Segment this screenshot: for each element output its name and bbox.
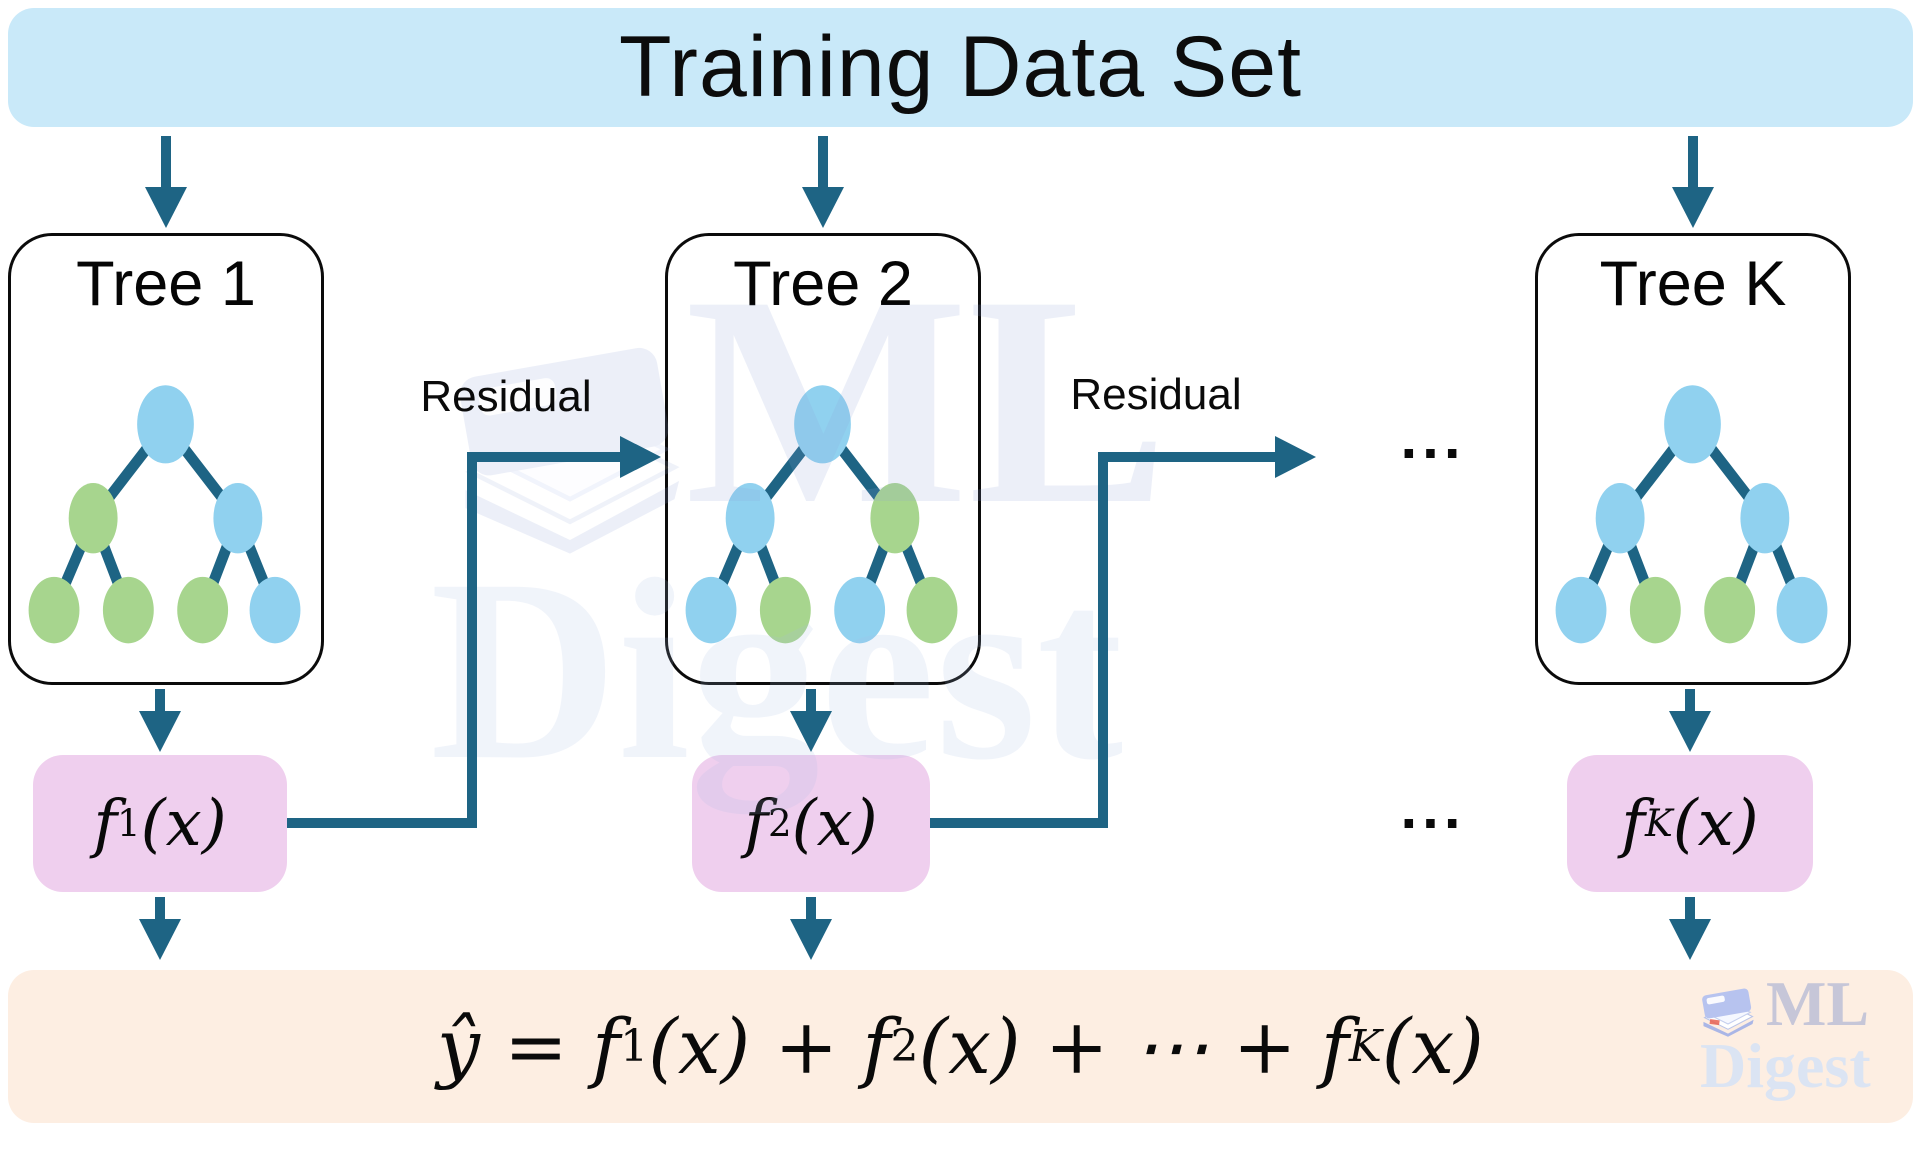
- tree-box: Tree 1: [8, 233, 324, 685]
- training-data-banner: Training Data Set: [8, 8, 1913, 127]
- tree-node: [1629, 576, 1681, 644]
- tree-node: [1595, 482, 1645, 554]
- tree-node: [1704, 576, 1756, 644]
- ellipsis-upper: ...: [1400, 404, 1466, 471]
- tree-title: Tree 1: [76, 249, 256, 319]
- tree-diagram: [1555, 385, 1828, 644]
- tree-node: [794, 385, 851, 464]
- tree-node: [68, 482, 118, 554]
- tree-node: [137, 385, 194, 464]
- tree-node: [906, 576, 958, 644]
- tree-node: [102, 576, 154, 644]
- result-formula-bar: [8, 970, 1913, 1123]
- tree-node: [28, 576, 80, 644]
- tree-node: [1555, 576, 1607, 644]
- tree-diagram: [685, 385, 958, 644]
- tree-node: [177, 576, 229, 644]
- tree-node: [870, 482, 920, 554]
- tree-node: [249, 576, 301, 644]
- training-data-title: Training Data Set: [618, 19, 1303, 115]
- tree-node: [834, 576, 886, 644]
- residual-arrow-2: [930, 436, 1316, 828]
- tree-node: [213, 482, 263, 554]
- tree-node: [1664, 385, 1721, 464]
- tree-node: [725, 482, 775, 554]
- ellipsis-lower: ...: [1400, 774, 1466, 841]
- residual-arrow-1: [287, 436, 661, 828]
- residual-label-2: Residual: [1070, 370, 1242, 419]
- tree-node: [1776, 576, 1828, 644]
- tree-diagram: [28, 385, 301, 644]
- tree-title: Tree K: [1599, 249, 1787, 319]
- tree-box: Tree K: [1535, 233, 1851, 685]
- residual-label-1: Residual: [420, 372, 592, 421]
- tree-box: Tree 2: [665, 233, 981, 685]
- tree-node: [685, 576, 737, 644]
- tree-title: Tree 2: [733, 249, 913, 319]
- tree-node: [1740, 482, 1790, 554]
- tree-node: [759, 576, 811, 644]
